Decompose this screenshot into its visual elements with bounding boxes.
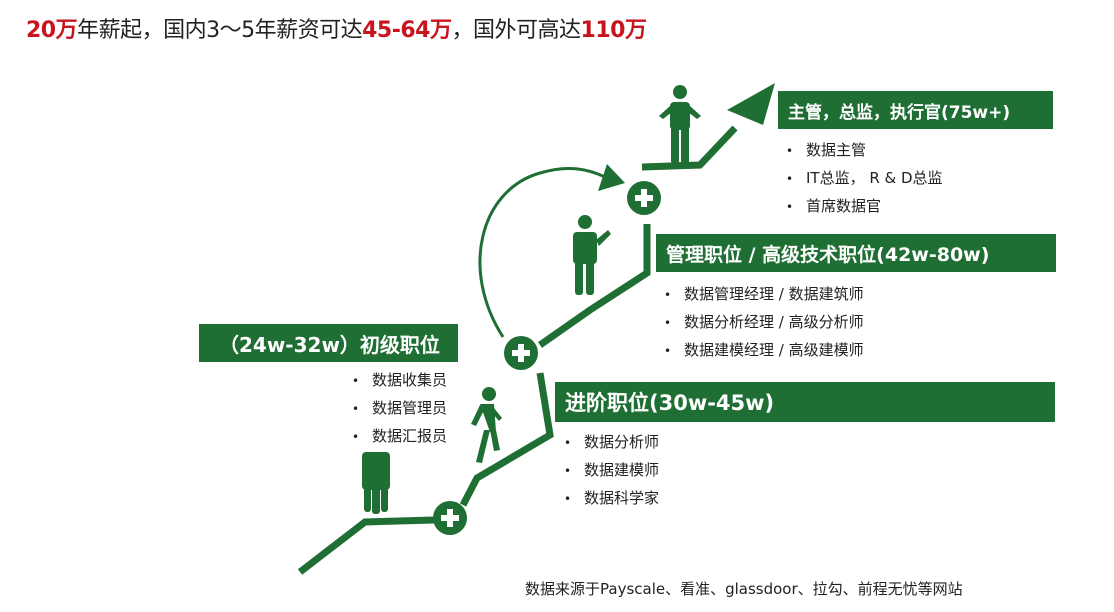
person-shrugging-icon xyxy=(659,85,701,164)
person-presenting-icon xyxy=(573,215,611,295)
tier-junior-title: （24w-32w）初级职位 xyxy=(199,324,458,362)
list-item: 数据建模经理 / 高级建模师 xyxy=(664,336,864,364)
list-item: 数据分析师 xyxy=(564,428,659,456)
tier-advanced-list: 数据分析师 数据建模师 数据科学家 xyxy=(564,428,659,512)
tier-junior-title-text: （24w-32w）初级职位 xyxy=(219,332,440,357)
curved-arrow-icon xyxy=(478,166,606,338)
list-item: 数据建模师 xyxy=(564,456,659,484)
tier-junior-list: 数据收集员 数据管理员 数据汇报员 xyxy=(352,366,447,450)
headline-start-salary: 20万 xyxy=(26,18,78,43)
path-step-3 xyxy=(537,224,651,348)
list-item: 数据管理经理 / 数据建筑师 xyxy=(664,280,864,308)
tier-management-list: 数据管理经理 / 数据建筑师 数据分析经理 / 高级分析师 数据建模经理 / 高… xyxy=(664,280,864,364)
list-item: 数据科学家 xyxy=(564,484,659,512)
tier-executive-list: 数据主管 IT总监， R & D总监 首席数据官 xyxy=(786,136,943,220)
list-item: 数据分析经理 / 高级分析师 xyxy=(664,308,864,336)
list-item: 首席数据官 xyxy=(786,192,943,220)
tier-executive-title-text: 主管，总监，执行官(75w+) xyxy=(788,102,1011,123)
headline: 20万年薪起，国内3～5年薪资可达45-64万，国外可高达110万 xyxy=(26,12,647,44)
tier-advanced-title: 进阶职位(30w-45w) xyxy=(555,382,1055,422)
curved-arrow-head-icon xyxy=(598,164,625,191)
tier-management-title: 管理职位 / 高级技术职位(42w-80w) xyxy=(656,234,1056,272)
list-item: 数据主管 xyxy=(786,136,943,164)
path-step-2 xyxy=(459,372,554,507)
list-item: 数据汇报员 xyxy=(352,422,447,450)
tier-executive-title: 主管，总监，执行官(75w+) xyxy=(778,91,1053,129)
path-step-1 xyxy=(297,516,435,575)
path-step-4 xyxy=(641,125,738,171)
list-item: IT总监， R & D总监 xyxy=(786,164,943,192)
arrow-up-right-icon xyxy=(727,83,775,125)
source-note: 数据来源于Payscale、看准、glassdoor、拉勾、前程无忧等网站 xyxy=(525,580,963,598)
person-walking-icon xyxy=(471,387,502,463)
plus-circle-icon xyxy=(433,501,467,535)
person-standing-icon xyxy=(362,452,390,514)
list-item: 数据收集员 xyxy=(352,366,447,394)
plus-circle-icon xyxy=(627,181,661,215)
headline-text-1: 年薪起，国内3～5年薪资可达 xyxy=(77,18,363,43)
list-item: 数据管理员 xyxy=(352,394,447,422)
headline-mid-salary: 45-64万 xyxy=(362,18,452,43)
tier-advanced-title-text: 进阶职位(30w-45w) xyxy=(565,391,775,415)
headline-text-2: ，国外可高达 xyxy=(451,18,582,43)
headline-top-salary: 110万 xyxy=(580,18,647,43)
tier-management-title-text: 管理职位 / 高级技术职位(42w-80w) xyxy=(666,243,990,266)
plus-circle-icon xyxy=(504,336,538,370)
